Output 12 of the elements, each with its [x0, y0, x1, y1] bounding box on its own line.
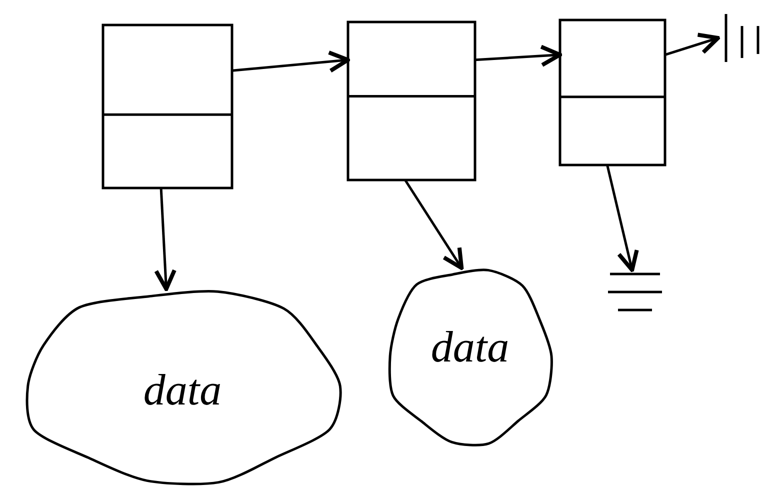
arrow — [154, 188, 176, 292]
list-node-box — [560, 20, 665, 165]
arrow — [606, 164, 639, 272]
list-node-box — [103, 25, 232, 188]
arrow — [474, 44, 562, 68]
data-label: data — [430, 322, 510, 372]
list-node-box — [348, 22, 475, 180]
data-label: data — [143, 364, 222, 416]
arrow — [664, 32, 720, 56]
arrow — [404, 179, 464, 270]
arrow — [232, 50, 350, 73]
data-cloud — [386, 266, 554, 446]
